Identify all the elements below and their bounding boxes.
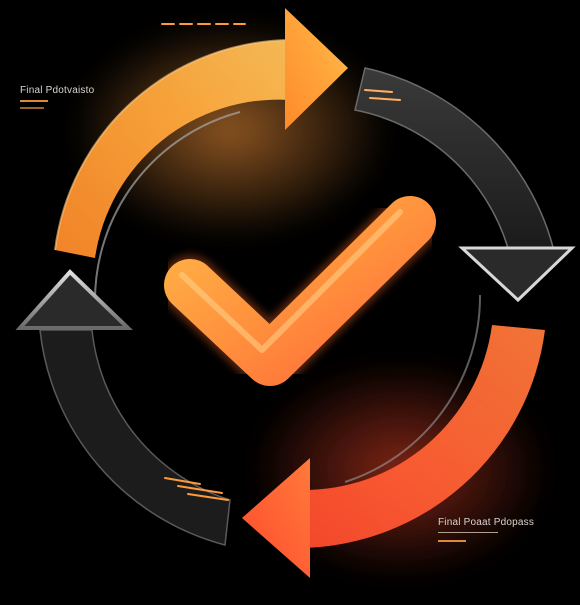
bottom-arrow-arc [300, 325, 545, 548]
checkmark-icon [160, 192, 440, 390]
top-arc-highlight [54, 39, 291, 251]
top-left-label-underline-2 [20, 107, 44, 109]
top-left-label-underline [20, 100, 48, 102]
left-arrow-head [15, 269, 133, 330]
top-arrow-head [285, 8, 348, 130]
bottom-arrow-head [242, 458, 310, 578]
right-arrow-head [458, 246, 576, 303]
bottom-right-label-underline [438, 532, 498, 533]
top-left-label: Final Pdotvaisto [20, 85, 95, 96]
bottom-right-label: Final Poaat Pdopass [438, 517, 535, 528]
decorative-dashes [161, 23, 401, 501]
inner-ring-left [94, 111, 241, 301]
left-arrow-arc [39, 329, 231, 546]
inner-ring-right [344, 294, 482, 483]
top-arrow-arc [55, 40, 290, 258]
bottom-right-label-underline-2 [438, 540, 466, 542]
